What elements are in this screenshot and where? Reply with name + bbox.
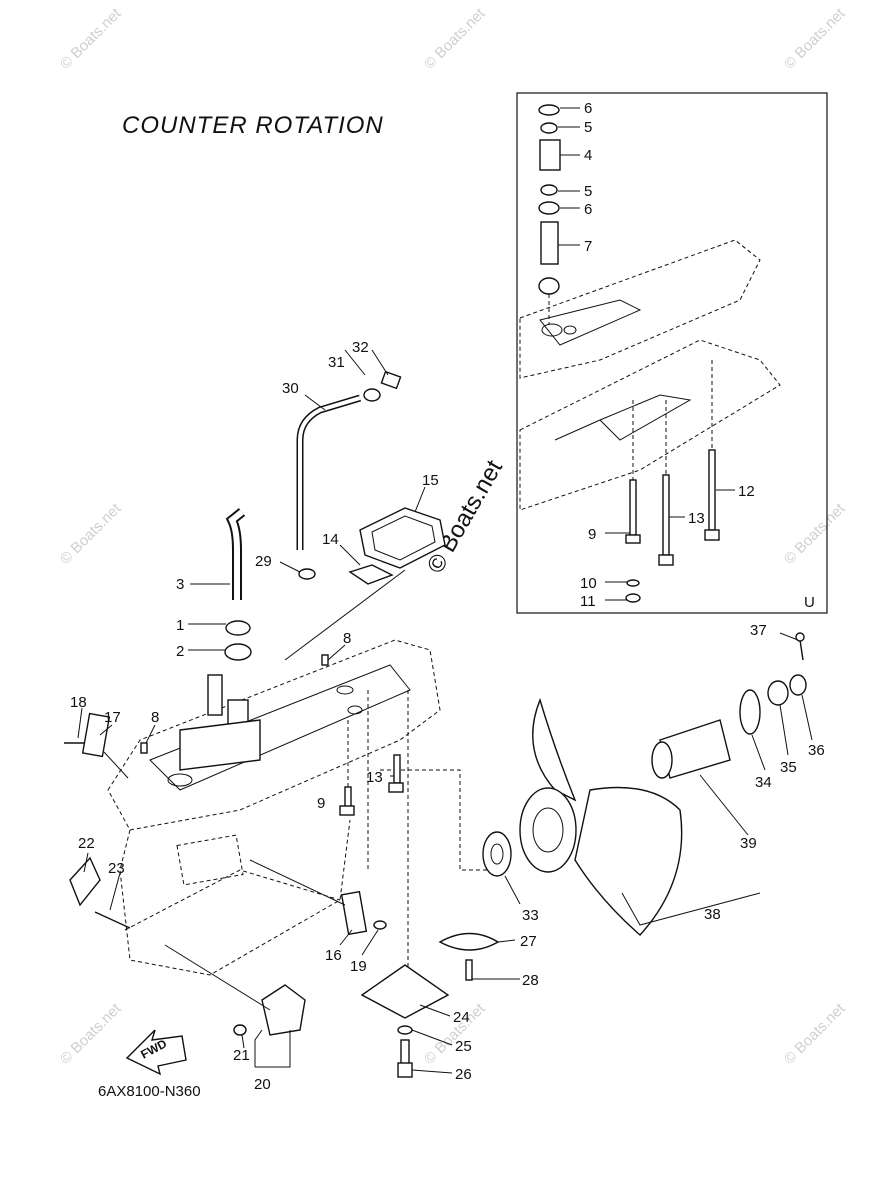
callout-38: 38: [704, 906, 721, 923]
callout-33: 33: [522, 907, 539, 924]
callout-35: 35: [780, 759, 797, 776]
callout-25: 25: [455, 1038, 472, 1055]
callout-26: 26: [455, 1066, 472, 1083]
callout-17: 17: [104, 709, 121, 726]
inset-marker: U: [804, 594, 815, 611]
callout-28: 28: [522, 972, 539, 989]
callout-19: 19: [350, 958, 367, 975]
callout-5: 5: [584, 183, 592, 200]
watermark: © Boats.net: [57, 5, 125, 73]
callout-37: 37: [750, 622, 767, 639]
callout-34: 34: [755, 774, 772, 791]
callout-23: 23: [108, 860, 125, 877]
watermark: © Boats.net: [781, 5, 849, 73]
diagram-title: COUNTER ROTATION: [122, 112, 384, 139]
callout-24: 24: [453, 1009, 470, 1026]
callout-15: 15: [422, 472, 439, 489]
watermark: © Boats.net: [781, 500, 849, 568]
callout-2: 2: [176, 643, 184, 660]
leaders: [77, 349, 813, 1074]
callout-39: 39: [740, 835, 757, 852]
callout-6: 6: [584, 201, 592, 218]
callout-29: 29: [255, 553, 272, 570]
watermark: © Boats.net: [421, 5, 489, 73]
callout-5: 5: [584, 119, 592, 136]
callouts: 6 5 4 5 6 7 12 13 9 10 11 32 31 30 15 14…: [70, 100, 825, 1093]
callout-7: 7: [584, 238, 592, 255]
callout-6: 6: [584, 100, 592, 117]
upper-parts: [64, 370, 446, 816]
callout-13: 13: [688, 510, 705, 527]
callout-20: 20: [254, 1076, 271, 1093]
callout-21: 21: [233, 1047, 250, 1064]
callout-8: 8: [151, 709, 159, 726]
callout-27: 27: [520, 933, 537, 950]
callout-30: 30: [282, 380, 299, 397]
gearcase-housing: [107, 639, 505, 1000]
callout-11: 11: [580, 593, 596, 610]
callout-31: 31: [328, 354, 345, 371]
callout-16: 16: [325, 947, 342, 964]
callout-1: 1: [176, 617, 184, 634]
callout-9: 9: [588, 526, 596, 543]
callout-14: 14: [322, 531, 339, 548]
callout-18: 18: [70, 694, 87, 711]
callout-10: 10: [580, 575, 597, 592]
callout-4: 4: [584, 147, 592, 164]
callout-9: 9: [317, 795, 325, 812]
watermark: © Boats.net: [57, 1000, 125, 1068]
callout-8: 8: [343, 630, 351, 647]
callout-36: 36: [808, 742, 825, 759]
callout-32: 32: [352, 339, 369, 356]
callout-12: 12: [738, 483, 755, 500]
callout-13: 13: [366, 769, 383, 786]
propeller-group: [482, 632, 807, 936]
watermark: © Boats.net: [57, 500, 125, 568]
inset-box: U: [516, 92, 828, 614]
callout-22: 22: [78, 835, 95, 852]
callout-3: 3: [176, 576, 184, 593]
lower-parts: [69, 856, 500, 1078]
watermarks: © Boats.net © Boats.net © Boats.net © Bo…: [57, 5, 849, 1068]
watermark: © Boats.net: [781, 1000, 849, 1068]
diagram-code: 6AX8100-N360: [98, 1083, 201, 1100]
